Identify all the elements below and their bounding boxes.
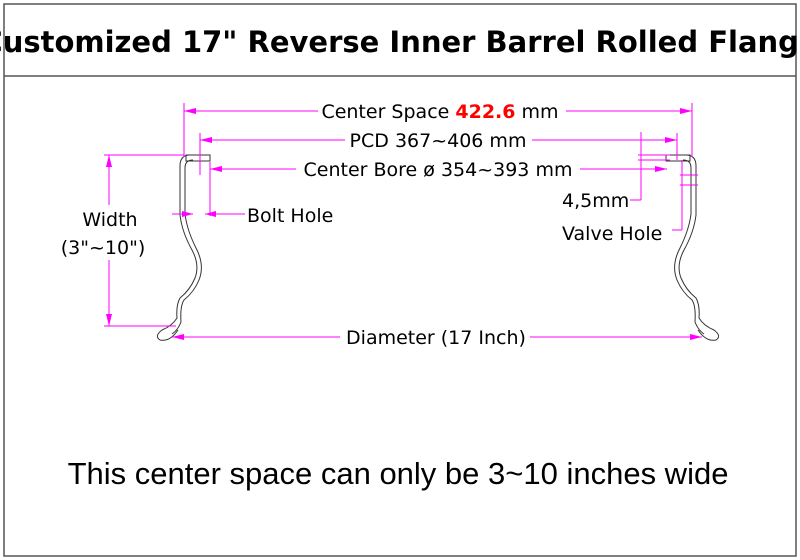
width-label: Width	[82, 209, 137, 231]
diameter-label: Diameter (17 Inch)	[346, 327, 526, 349]
center-space-value: 422.6	[455, 101, 515, 123]
center-space-label: Center Space 422.6 mm	[321, 101, 558, 123]
valve-offset-dimension: 4,5mm	[562, 132, 670, 212]
center-bore-label: Center Bore ø 354~393 mm	[304, 159, 573, 181]
pcd-dimension: PCD 367~406 mm	[199, 130, 678, 175]
valve-hole-label: Valve Hole	[562, 223, 662, 245]
width-note: This center space can only be 3~10 inche…	[68, 456, 729, 491]
diameter-dimension: Diameter (17 Inch)	[172, 327, 702, 349]
page-title: Customized 17" Reverse Inner Barrel Roll…	[0, 25, 800, 59]
pcd-label: PCD 367~406 mm	[350, 130, 527, 152]
right-flange-profile	[665, 154, 720, 341]
center-bore-dimension: Center Bore ø 354~393 mm	[209, 159, 667, 216]
frame	[3, 3, 797, 557]
bolt-hole-dimension: Bolt Hole	[172, 205, 333, 227]
width-range: (3"~10")	[61, 237, 146, 259]
left-flange-profile	[156, 154, 211, 341]
valve-hole-dimension: Valve Hole	[562, 160, 698, 245]
valve-offset-label: 4,5mm	[562, 190, 629, 212]
center-space-dimension: Center Space 422.6 mm	[183, 101, 693, 157]
width-dimension: Width (3"~10")	[61, 154, 184, 327]
bolt-hole-label: Bolt Hole	[247, 205, 333, 227]
